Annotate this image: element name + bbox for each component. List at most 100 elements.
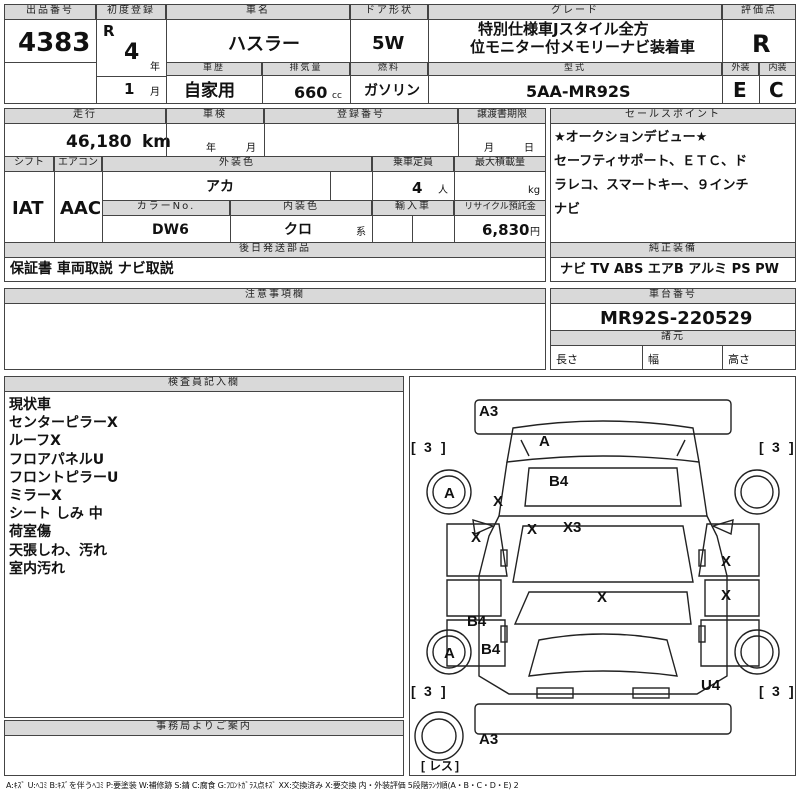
lot-no-header: 出品番号 (4, 4, 96, 20)
specs-header: 諸元 (550, 330, 796, 346)
note-line: センターピラーX (9, 415, 118, 432)
mark-x-left-door: X (471, 529, 481, 546)
note-line: 荷室傷 (9, 524, 51, 541)
mark-a3-top: A3 (479, 403, 498, 420)
capacity-value: 4 (412, 179, 423, 197)
car-diagram-svg: A3 A B4 X X X3 X X X X A B4 B4 A U4 A3 [… (411, 399, 794, 773)
inspection-header: 車検 (166, 108, 264, 124)
shift-value: IAT (12, 198, 44, 219)
inspector-notes: 現状車 センターピラーX ルーフX フロアパネルU フロントピラーU ミラーX … (9, 396, 118, 578)
interior-header: 内装 (759, 62, 796, 76)
ext-color-value: アカ (206, 179, 234, 195)
svg-text:[: [ (759, 439, 764, 455)
model-value: 5AA-MR92S (526, 82, 631, 101)
note-line: フロントピラーU (9, 469, 119, 486)
svg-text:[: [ (411, 683, 416, 699)
first-reg-header: 初度登録 (96, 4, 166, 20)
mileage-header: 走行 (4, 108, 166, 124)
ext-color-header: 外装色 (102, 156, 372, 172)
color-no-header: カラーNo. (102, 200, 230, 216)
displacement-header: 排気量 (262, 62, 350, 76)
note-line: 現状車 (9, 397, 51, 413)
color-no-value: DW6 (152, 222, 189, 238)
model-header: 型式 (428, 62, 722, 76)
svg-text:]: ] (441, 439, 446, 455)
fuel-value: ガソリン (364, 83, 420, 99)
tire-bl: 3 (424, 683, 432, 699)
mileage-value: 46,180 (66, 132, 132, 152)
genuine-value: ナビ TV ABS エアB アルミ PS PW (560, 262, 779, 277)
svg-text:[: [ (759, 683, 764, 699)
displacement-unit: cc (332, 91, 342, 101)
door-header: ドア形状 (350, 4, 428, 20)
inspector-header: 検査員記入欄 (4, 376, 404, 392)
length-label: 長さ (556, 353, 578, 366)
door-value: 5W (372, 33, 405, 54)
capacity-unit: 人 (438, 185, 448, 196)
lot-no-value: 4383 (18, 28, 91, 58)
car-diagram (409, 376, 796, 776)
mark-a-roof: A (539, 433, 550, 450)
height-label: 高さ (728, 353, 750, 366)
tire-tr: 3 (772, 439, 780, 455)
mark-a3-bottom: A3 (479, 731, 498, 748)
sales-point-line-1: ★オークションデビュー★ (554, 130, 708, 145)
note-line: フロアパネルU (9, 451, 105, 468)
year-unit: 年 (150, 62, 160, 73)
grade-header: グレード (428, 4, 722, 20)
note-line: 室内汚れ (9, 560, 65, 577)
interior-grade: C (769, 78, 784, 102)
svg-text:]: ] (441, 683, 446, 699)
legend: A:ｷｽﾞ U:ﾍｺﾐ B:ｷｽﾞを伴うﾍｺﾐ P:要塗装 W:補修跡 S:錆 … (6, 781, 519, 790)
max-load-header: 最大積載量 (454, 156, 546, 172)
first-reg-month: 1 (124, 80, 135, 98)
width-label: 幅 (648, 353, 659, 366)
svg-text:]: ] (455, 759, 459, 773)
mark-a-wheel-front: A (444, 485, 455, 502)
recycle-header: リサイクル預託金 (454, 200, 546, 216)
sales-point-line-4: ナビ (554, 202, 581, 217)
mark-u4-right: U4 (701, 677, 721, 694)
mark-x-right-door2: X (721, 587, 731, 604)
recycle-unit: 円 (530, 227, 540, 238)
grade-line2: 位モニター付メモリーナビ装着車 (470, 38, 696, 56)
int-color-suffix: 系 (356, 227, 366, 238)
mark-x-roof: X (493, 493, 503, 510)
capacity-header: 乗車定員 (372, 156, 454, 172)
car-name-value: ハスラー (228, 34, 300, 55)
svg-text:]: ] (789, 439, 794, 455)
mark-b4-roof: B4 (549, 473, 569, 490)
mark-a-wheel-rear: A (444, 645, 455, 662)
aircon-header: エアコン (54, 156, 102, 172)
genuine-header: 純正装備 (550, 242, 796, 258)
rating-header: 評価点 (722, 4, 796, 20)
inspection-month-unit: 月 (246, 143, 256, 154)
chassis-value: MR92S-220529 (600, 308, 753, 329)
aircon-value: AAC (60, 198, 102, 219)
mark-b4-left2: B4 (481, 641, 501, 658)
history-value: 自家用 (184, 81, 235, 101)
exterior-header: 外装 (722, 62, 759, 76)
exterior-grade: E (733, 78, 747, 102)
mark-x3-center: X3 (563, 519, 581, 536)
transfer-day-unit: 日 (524, 143, 534, 154)
mark-b4-left1: B4 (467, 613, 487, 630)
svg-text:[: [ (411, 439, 416, 455)
note-line: 天張しわ、汚れ (9, 542, 107, 559)
svg-text:[: [ (421, 759, 425, 773)
int-color-value: クロ (284, 222, 312, 238)
rating-value: R (752, 30, 771, 58)
mark-x-right-door1: X (721, 553, 731, 570)
inspection-year-unit: 年 (206, 143, 216, 154)
sales-point-header: セールスポイント (550, 108, 796, 124)
spare-label: レス (429, 759, 453, 773)
tire-br: 3 (772, 683, 780, 699)
int-color-header: 内装色 (230, 200, 372, 216)
month-unit: 月 (150, 87, 160, 98)
mileage-unit: km (142, 132, 172, 152)
sales-point-line-3: ラレコ、スマートキー、９インチ (554, 178, 749, 193)
note-line: ミラーX (9, 488, 62, 505)
later-parts-value: 保証書 車両取説 ナビ取説 (10, 261, 174, 277)
grade-line1: 特別仕様車Jスタイル全方 (478, 20, 649, 38)
caution-header: 注意事項欄 (4, 288, 546, 304)
